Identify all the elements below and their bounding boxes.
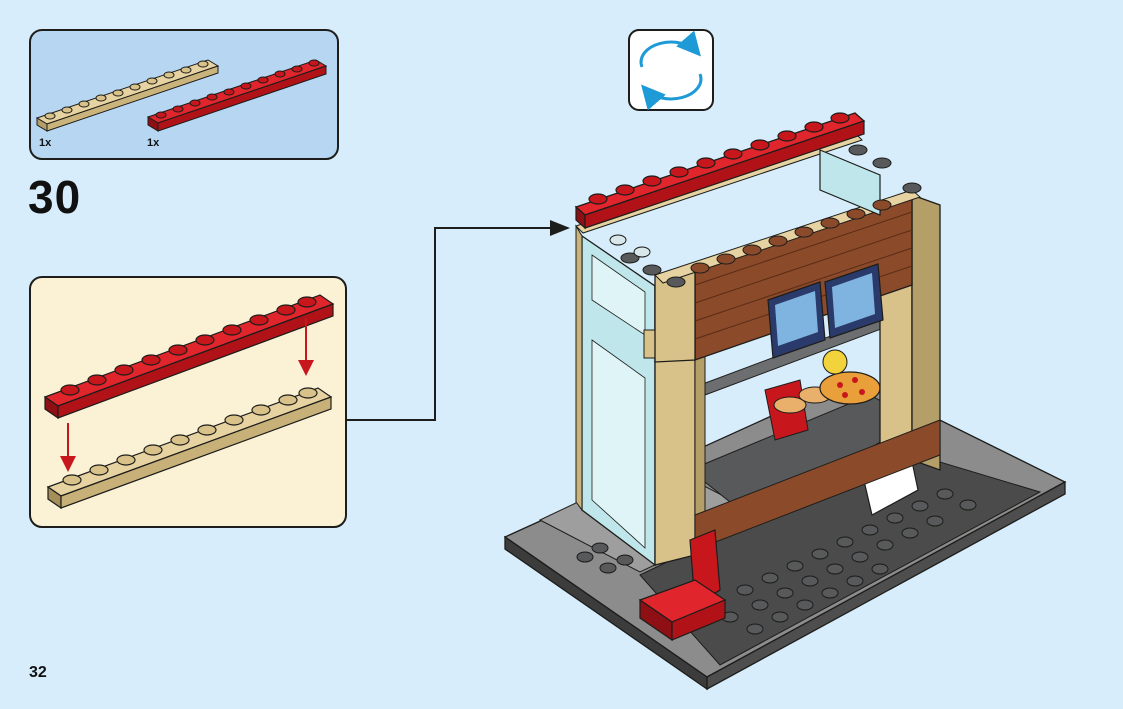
rotate-arrows-icon	[639, 30, 703, 111]
submodel-tan-plate	[46, 387, 333, 510]
step-number: 30	[28, 171, 82, 223]
menu-board-icon	[767, 263, 884, 359]
submodel-red-plate	[43, 294, 335, 420]
part-tan-plate-icon	[35, 59, 220, 132]
part-red-plate-icon	[146, 59, 328, 132]
main-model	[503, 112, 1067, 691]
parts-list-panel	[29, 29, 339, 160]
part-quantity-tan: 1x	[39, 137, 52, 149]
pizza-icon	[819, 371, 881, 405]
page-number: 32	[29, 664, 47, 681]
lamp-icon	[822, 349, 848, 375]
red-chair-icon	[638, 529, 727, 642]
placement-arrow	[347, 220, 570, 421]
placed-red-plate	[574, 112, 866, 230]
part-quantity-red: 1x	[147, 137, 160, 149]
